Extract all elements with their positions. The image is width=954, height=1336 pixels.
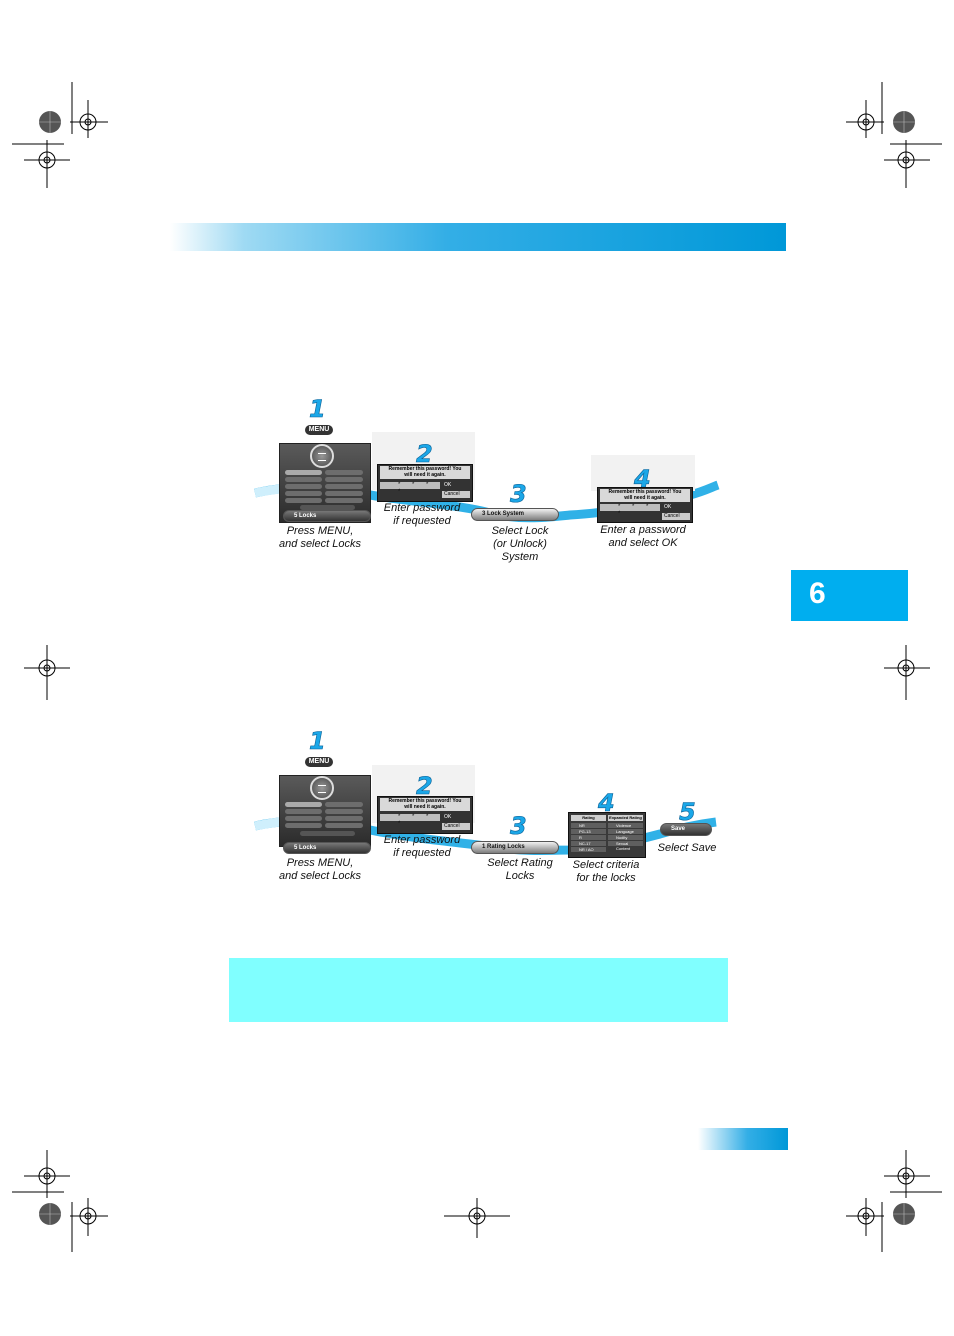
expanded-rating-option[interactable]: Violence	[608, 823, 643, 828]
step-number: 2	[416, 772, 433, 801]
expanded-rating-column-header: Expanded Rating	[608, 815, 643, 821]
step-caption: Select Save	[657, 842, 717, 854]
menu-button-icon: MENU	[305, 757, 333, 767]
locks-menu-item[interactable]: 5 Locks	[283, 510, 371, 522]
password-field[interactable]: * * * *	[600, 504, 660, 517]
step-number: 4	[598, 789, 615, 818]
dialog-backdrop	[591, 455, 695, 491]
chapter-tab	[791, 570, 908, 621]
step-number: 3	[510, 812, 527, 841]
rating-criteria-panel: Rating Expanded Rating NR PG-13 R NC-17 …	[568, 812, 646, 858]
step-number: 2	[416, 440, 433, 469]
step-caption: Press MENU,and select Locks	[279, 857, 361, 882]
menu-button-icon: MENU	[305, 425, 333, 435]
cancel-button[interactable]: Cancel	[662, 513, 690, 520]
ok-button[interactable]: OK	[444, 814, 452, 820]
step-number: 4	[634, 465, 651, 494]
step-number: 1	[309, 727, 326, 756]
step-number: 3	[510, 480, 527, 509]
menu-icon	[310, 776, 334, 800]
cancel-button[interactable]: Cancel	[442, 491, 470, 498]
lock-system-item[interactable]: 3 Lock System	[471, 508, 559, 521]
password-field[interactable]: * * * *	[380, 814, 440, 827]
step-number: 5	[679, 798, 696, 827]
save-button[interactable]: Save	[660, 823, 712, 836]
cancel-button[interactable]: Cancel	[442, 823, 470, 830]
page-number-bar	[698, 1128, 788, 1150]
rating-column-header: Rating	[571, 815, 606, 821]
step-number: 1	[309, 395, 326, 424]
rating-option[interactable]: R	[571, 835, 606, 840]
rating-option[interactable]: NR / AO	[571, 847, 606, 852]
header-bar	[170, 223, 786, 251]
main-menu-screen	[279, 443, 371, 523]
expanded-rating-option[interactable]: Sexual Content	[608, 841, 643, 851]
ok-button[interactable]: OK	[444, 482, 452, 488]
step-caption: Press MENU,and select Locks	[279, 525, 361, 550]
expanded-rating-option[interactable]: Language	[608, 829, 643, 834]
ok-button[interactable]: OK	[664, 504, 672, 510]
locks-menu-item[interactable]: 5 Locks	[283, 842, 371, 854]
main-menu-screen	[279, 775, 371, 847]
rating-option[interactable]: NC-17	[571, 841, 606, 846]
password-field[interactable]: * * * *	[380, 482, 440, 495]
expanded-rating-option[interactable]: Nudity	[608, 835, 643, 840]
note-box	[229, 958, 728, 1022]
chapter-number: 6	[809, 577, 826, 610]
menu-icon	[310, 444, 334, 468]
rating-locks-item[interactable]: 1 Rating Locks	[471, 841, 559, 854]
rating-option[interactable]: NR	[571, 823, 606, 828]
rating-option[interactable]: PG-13	[571, 829, 606, 834]
step-caption: Select Lock(or Unlock)System	[491, 525, 549, 563]
